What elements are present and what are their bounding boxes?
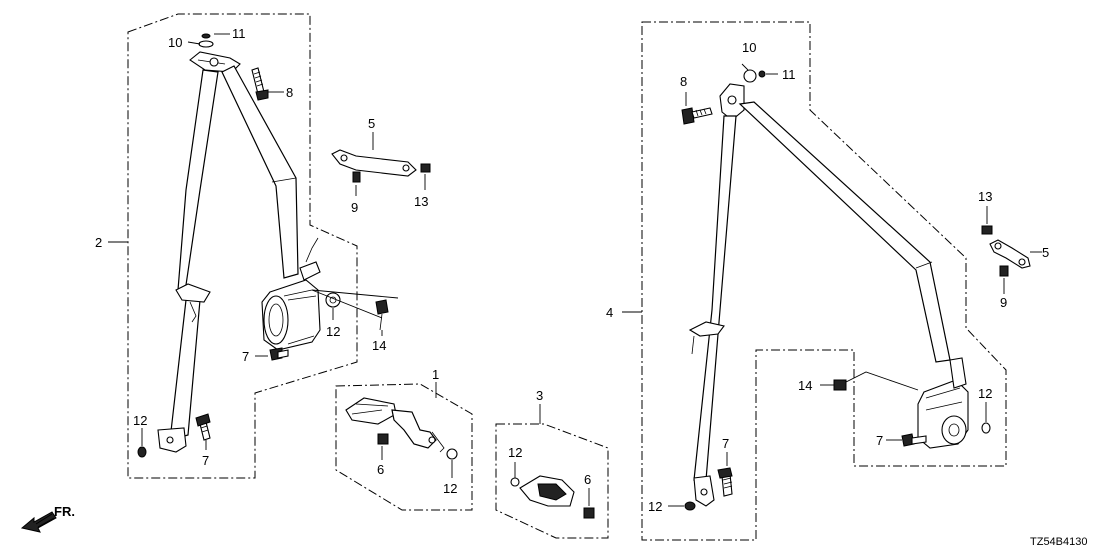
callout-14: 14	[798, 378, 812, 393]
buckle-3-washer-12	[510, 477, 520, 487]
callout-12: 12	[443, 481, 457, 496]
callout-8: 8	[680, 74, 687, 89]
right-retractor	[917, 357, 969, 449]
callout-9: 9	[1000, 295, 1007, 310]
left-anchor-bolt-7	[195, 413, 211, 441]
right-washer-12	[981, 422, 991, 434]
callout-9: 9	[351, 200, 358, 215]
buckle-1-strap	[391, 409, 437, 449]
left-leader-lines	[108, 33, 426, 450]
callout-7: 7	[242, 349, 249, 364]
left-front-webbing	[177, 69, 219, 292]
right-anchor-bolt-7	[717, 467, 733, 497]
diagram-code: TZ54B4130	[1030, 536, 1087, 548]
callout-7: 7	[722, 436, 729, 451]
callout-12: 12	[648, 499, 662, 514]
callout-6: 6	[377, 462, 384, 477]
left-washer-10	[198, 40, 214, 48]
left-seat-belt-assembly	[127, 13, 431, 479]
right-washer-10	[743, 69, 757, 83]
buckle-1-washer-12	[446, 448, 458, 460]
callout-2: 2	[95, 235, 102, 250]
callout-12: 12	[978, 386, 992, 401]
callout-6: 6	[584, 472, 591, 487]
left-retractor	[261, 237, 321, 351]
left-bolt-8	[251, 67, 269, 101]
right-diagonal-webbing	[738, 101, 951, 363]
right-nut-12	[684, 501, 696, 511]
right-bracket-5	[989, 239, 1031, 269]
callout-13: 13	[978, 189, 992, 204]
left-bolt-13	[420, 163, 431, 173]
buckle-3-group	[495, 404, 609, 539]
callout-1: 1	[432, 367, 439, 382]
right-retractor-bolt-7	[901, 433, 927, 447]
left-collar-11	[201, 33, 211, 39]
callout-10: 10	[168, 35, 182, 50]
callout-12: 12	[508, 445, 522, 460]
left-nut-9	[352, 171, 361, 183]
buckle-1-anchor-hole	[428, 436, 436, 444]
callout-5: 5	[368, 116, 375, 131]
right-seat-belt-assembly	[641, 21, 1042, 541]
right-leader-lines	[622, 92, 687, 313]
left-clip-14	[311, 289, 399, 331]
callout-labels: 2 10 11 8 5 9 13 12 14 7 12 7 1 6 12 3 1…	[95, 26, 1049, 514]
buckle-1-bolt-6	[377, 433, 389, 445]
left-group-outline	[127, 13, 358, 479]
buckle-3-outline	[495, 423, 609, 539]
right-nut-14	[833, 379, 847, 391]
callout-11: 11	[232, 26, 246, 41]
callout-10: 10	[742, 40, 756, 55]
right-bolt-8	[681, 107, 713, 125]
left-webbing-guide	[175, 283, 211, 303]
left-washer-12	[325, 292, 341, 308]
right-nut-9	[999, 265, 1009, 277]
callout-11: 11	[782, 67, 796, 82]
callout-7: 7	[202, 453, 209, 468]
callout-8: 8	[286, 85, 293, 100]
buckle-1	[345, 397, 397, 425]
right-bolt-13	[981, 225, 993, 235]
left-nut-12	[137, 446, 147, 458]
callout-12: 12	[326, 324, 340, 339]
buckle-3-bolt-6	[583, 507, 595, 519]
callout-13: 13	[414, 194, 428, 209]
callout-14: 14	[372, 338, 386, 353]
front-direction-label: FR.	[54, 504, 75, 519]
callout-4: 4	[606, 305, 613, 320]
left-retractor-bolt-7	[269, 347, 289, 361]
callout-3: 3	[536, 388, 543, 403]
callout-5: 5	[1042, 245, 1049, 260]
front-direction-indicator: FR.	[20, 504, 75, 533]
left-diagonal-webbing	[221, 65, 299, 279]
left-anchor-bolt-head	[209, 57, 219, 67]
left-bracket-5	[331, 149, 417, 177]
right-webbing-guide	[688, 321, 725, 337]
right-collar-11	[758, 70, 766, 78]
callout-7: 7	[876, 433, 883, 448]
right-group-outline	[641, 21, 1007, 541]
buckle-1-group	[335, 382, 473, 511]
buckle-1-outline	[335, 383, 473, 511]
callout-12: 12	[133, 413, 147, 428]
right-front-webbing	[693, 115, 737, 481]
left-lower-webbing	[169, 299, 201, 441]
